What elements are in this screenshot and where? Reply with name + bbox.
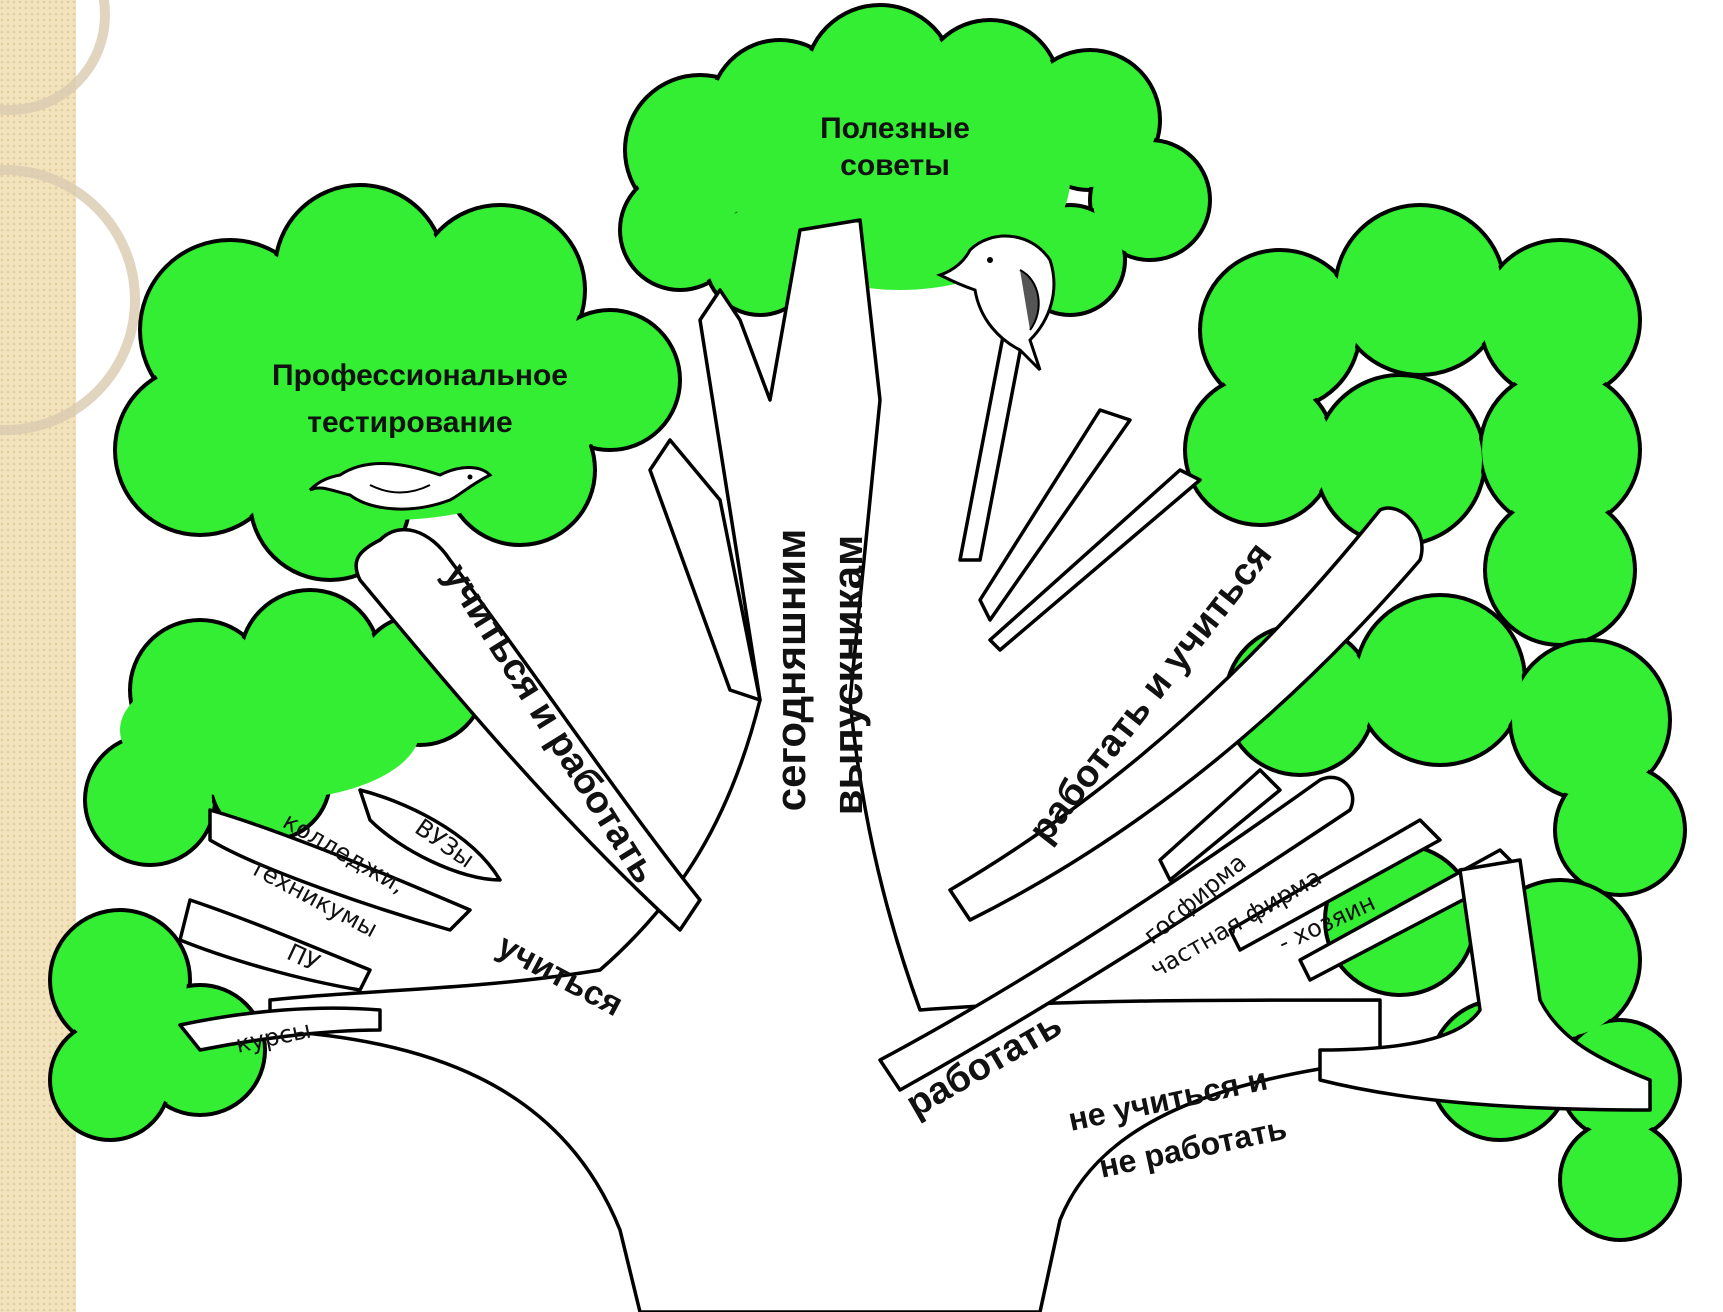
twig-courses — [178, 1006, 382, 1052]
decorative-sidebar — [0, 0, 76, 1312]
tree-structure — [178, 218, 1652, 1312]
crown-top-line1: Полезные — [820, 112, 970, 145]
crown-left-upper — [113, 183, 682, 582]
twig-universities — [358, 788, 502, 882]
decorative-rings — [0, 0, 140, 435]
branch-splinter-left — [648, 438, 762, 702]
branch-study-and-work — [354, 528, 702, 932]
bird-icon — [308, 462, 493, 511]
trunk-line2: выпускникам — [824, 535, 871, 815]
crown-left-middle — [83, 588, 487, 867]
branch-splinter-2 — [978, 408, 1132, 622]
branch-work-and-study — [948, 506, 1424, 922]
twig-private-firm — [1228, 818, 1442, 952]
crown-left-line1: Профессиональное — [272, 359, 568, 392]
twig-colleges — [208, 808, 472, 932]
branch-splinter-3 — [988, 468, 1202, 652]
branch-no-study-no-work — [1318, 858, 1652, 1112]
trunk — [268, 218, 1382, 1312]
crown-left-lower — [48, 908, 267, 1142]
branch-work — [878, 775, 1355, 1092]
twig-vocational — [178, 898, 372, 992]
trunk-line1: сегодняшним — [767, 529, 814, 812]
woodpecker-icon — [936, 234, 1056, 372]
crown-left-line2: тестирование — [307, 406, 512, 439]
crown-top-line2: советы — [840, 149, 950, 182]
twig-state-firm — [1158, 768, 1282, 882]
